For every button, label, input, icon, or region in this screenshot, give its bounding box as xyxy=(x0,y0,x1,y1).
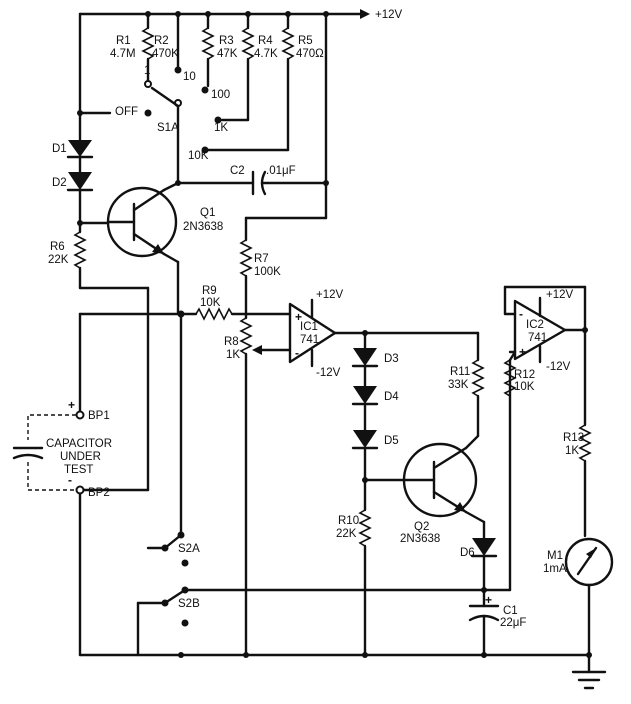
m1-ref: M1 xyxy=(547,550,563,562)
meter-m1: M1 1mA xyxy=(543,537,614,690)
s1a-pos-10: 10 xyxy=(183,71,196,83)
ic2-plus: + xyxy=(519,345,526,359)
r7-value: 100K xyxy=(254,266,281,278)
ic2-stage: R12 10K + - IC2 741 +12V -12V R13 1K xyxy=(482,285,592,592)
c2-ref: C2 xyxy=(230,165,245,177)
ic2-part: 741 xyxy=(528,332,547,344)
left-branch: D1 D2 R6 22K xyxy=(48,12,150,290)
transistor-q1: Q1 2N3638 xyxy=(106,180,223,264)
diode-string: D3 D4 D5 R10 22K xyxy=(336,331,399,657)
supply-rail: +12V xyxy=(78,9,403,21)
s1a-pos-off: OFF xyxy=(115,106,138,118)
c1-value: 22μF xyxy=(500,617,526,629)
s1a-pos-1k: 1K xyxy=(214,122,228,134)
c1-plus: + xyxy=(485,593,492,607)
cut-line2: UNDER xyxy=(60,451,101,463)
r1-ref: R1 xyxy=(116,35,131,47)
switch-s2: S2A S2B xyxy=(136,531,486,657)
q2-ref: Q2 xyxy=(414,521,429,533)
r12-ref: R12 xyxy=(514,369,535,381)
r13-ref: R13 xyxy=(563,432,584,444)
r3-value: 47K xyxy=(217,48,238,60)
ic1-stage: R9 10K + - IC1 741 +12V -12V R8 1K xyxy=(78,260,480,657)
ic1-plus: + xyxy=(295,310,302,324)
r9-ref: R9 xyxy=(202,285,217,297)
r8-ref: R8 xyxy=(224,336,239,348)
r10-ref: R10 xyxy=(338,515,359,527)
c2-r7: C2 .01μF R7 100K xyxy=(176,165,329,320)
r7-ref: R7 xyxy=(254,253,269,265)
m1-value: 1mA xyxy=(543,563,567,575)
r12-value: 10K xyxy=(514,381,535,393)
s1a-pos-100: 100 xyxy=(211,89,230,101)
ic2-vneg: -12V xyxy=(546,361,571,373)
ground-bus xyxy=(78,652,591,658)
s1a-pos-1: 1 xyxy=(144,65,150,77)
q1-part: 2N3638 xyxy=(183,221,223,233)
d6-label: D6 xyxy=(460,547,475,559)
r11-ref: R11 xyxy=(450,366,470,378)
d4-label: D4 xyxy=(384,391,399,403)
ic1-minus: - xyxy=(295,346,299,360)
d3-label: D3 xyxy=(384,353,399,365)
ic1-vpos: +12V xyxy=(316,289,344,301)
bp1-label: BP1 xyxy=(88,410,110,422)
r8-value: 1K xyxy=(226,349,240,361)
c2-value: .01μF xyxy=(266,165,296,177)
ic2-vpos: +12V xyxy=(546,289,574,301)
ic1-ref: IC1 xyxy=(300,321,318,333)
bp2-label: BP2 xyxy=(88,487,110,499)
s2a-label: S2A xyxy=(178,543,200,555)
bp2-sign: - xyxy=(68,473,72,487)
r3-ref: R3 xyxy=(219,35,234,47)
transistor-q2: R11 33K Q2 2N3638 D6 + C1 22μF xyxy=(363,331,526,657)
switch-s1a: 1 10 100 1K 10K OFF S1A xyxy=(77,65,230,185)
r4-value: 4.7K xyxy=(254,48,278,60)
d2-label: D2 xyxy=(52,177,67,189)
capacitor-under-test: BP1 + BP2 - CAPACITOR UNDER TEST xyxy=(12,286,150,657)
ic2-minus: - xyxy=(519,307,523,321)
cut-line3: TEST xyxy=(64,464,93,476)
r5-value: 470Ω xyxy=(296,48,324,60)
r6-ref: R6 xyxy=(50,241,65,253)
r13-value: 1K xyxy=(565,445,579,457)
s1a-pos-10k: 10K xyxy=(188,150,209,162)
r6-value: 22K xyxy=(48,254,69,266)
range-resistors: R1 4.7M R2 470K R3 47K R4 4.7K R5 470Ω xyxy=(110,11,329,220)
r1-value: 4.7M xyxy=(110,48,136,60)
ic1-part: 741 xyxy=(300,334,319,346)
r4-ref: R4 xyxy=(258,35,273,47)
r2-ref: R2 xyxy=(154,35,169,47)
c1-ref: C1 xyxy=(503,605,518,617)
cut-line1: CAPACITOR xyxy=(46,438,112,450)
ic2-ref: IC2 xyxy=(526,319,544,331)
s1a-label: S1A xyxy=(157,122,179,134)
ic1-vneg: -12V xyxy=(316,367,341,379)
r5-ref: R5 xyxy=(298,35,313,47)
q1-ref: Q1 xyxy=(200,207,215,219)
q2-part: 2N3638 xyxy=(400,533,440,545)
r9-value: 10K xyxy=(200,297,221,309)
r10-value: 22K xyxy=(336,528,357,540)
supply-label: +12V xyxy=(375,9,403,21)
bp1-sign: + xyxy=(68,398,75,412)
s2b-label: S2B xyxy=(178,598,200,610)
r11-value: 33K xyxy=(448,379,469,391)
r2-value: 470K xyxy=(152,48,179,60)
d5-label: D5 xyxy=(384,435,399,447)
d1-label: D1 xyxy=(52,143,67,155)
